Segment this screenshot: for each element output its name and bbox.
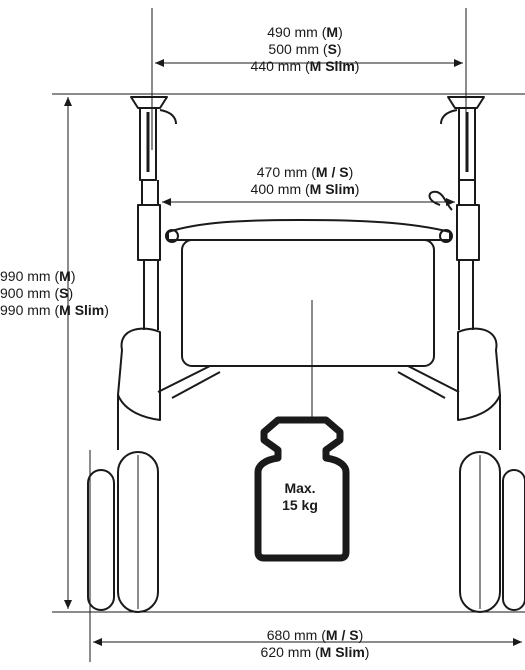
bag	[181, 239, 435, 367]
base-width-dimensions: 680 mm (M / S) 620 mm (M Slim)	[200, 627, 430, 661]
dim-line: 490 mm (M)	[267, 24, 343, 40]
dim-line: 500 mm (S)	[268, 41, 342, 57]
left-rear-wheel	[87, 469, 115, 611]
dim-line: 680 mm (M / S)	[266, 627, 364, 643]
max-load-label: Max. 15 kg	[282, 480, 318, 513]
right-rear-wheel	[502, 469, 525, 611]
left-front-wheel	[117, 451, 159, 613]
right-handle	[447, 96, 485, 109]
dim-line: 440 mm (M Slim)	[250, 58, 360, 74]
dim-line: 990 mm (M Slim)	[0, 302, 109, 318]
dim-line: 990 mm (M)	[0, 268, 76, 284]
top-width-dimensions: 490 mm (M) 500 mm (S) 440 mm (M Slim)	[190, 24, 420, 75]
right-front-wheel	[459, 451, 501, 613]
dim-line: 620 mm (M Slim)	[260, 644, 370, 660]
rollator-frame	[87, 96, 525, 613]
dim-line: 900 mm (S)	[0, 285, 74, 301]
dim-line: 470 mm (M / S)	[256, 164, 354, 180]
height-dimensions: 990 mm (M) 900 mm (S) 990 mm (M Slim)	[0, 268, 140, 319]
left-handle	[130, 96, 168, 109]
dimension-lines	[52, 8, 525, 662]
dim-line: 400 mm (M Slim)	[250, 181, 360, 197]
weight-icon	[254, 416, 350, 562]
seat	[167, 219, 451, 241]
inner-width-dimensions: 470 mm (M / S) 400 mm (M Slim)	[190, 164, 420, 198]
